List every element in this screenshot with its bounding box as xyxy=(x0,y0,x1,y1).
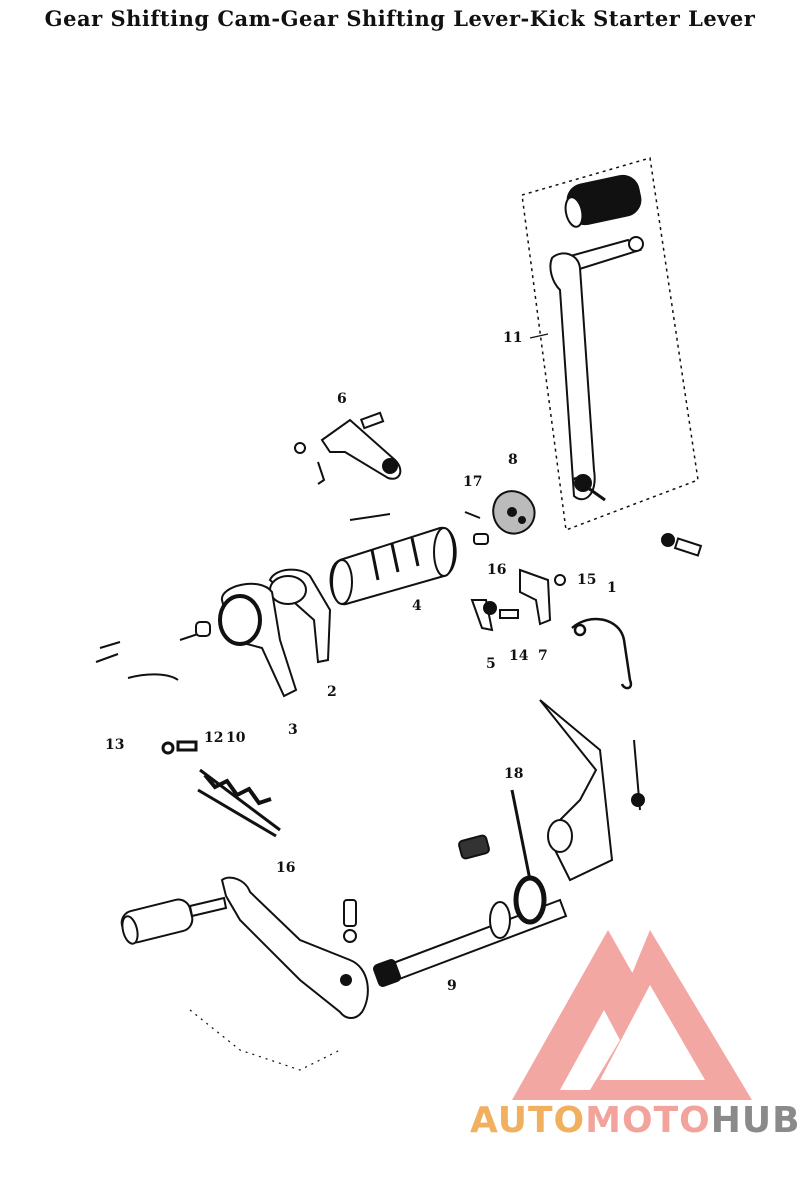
shift-fork-upper xyxy=(294,411,402,485)
part-number-labels: 1 2 3 4 5 6 7 8 9 10 11 12 13 14 15 16 1… xyxy=(105,330,617,994)
label-5: 5 xyxy=(486,656,496,672)
label-3: 3 xyxy=(288,722,298,738)
gear-shifting-shaft xyxy=(373,699,645,987)
label-8: 8 xyxy=(508,452,518,468)
ratchet-plate xyxy=(464,490,536,535)
label-17: 17 xyxy=(463,474,482,490)
stopper-assembly xyxy=(161,740,281,838)
watermark-hub: HUB xyxy=(710,1100,800,1141)
label-10: 10 xyxy=(226,730,246,746)
label-1: 1 xyxy=(607,580,617,596)
label-15: 15 xyxy=(577,572,596,588)
return-spring-clip xyxy=(571,617,633,690)
label-7: 7 xyxy=(538,648,548,664)
label-6: 6 xyxy=(337,391,347,407)
label-9: 9 xyxy=(447,978,457,994)
label-2: 2 xyxy=(327,684,337,700)
kick-starter-lever-assembly xyxy=(521,157,699,532)
watermark-moto: MOTO xyxy=(585,1100,711,1141)
label-18: 18 xyxy=(504,766,523,782)
label-14: 14 xyxy=(509,648,529,664)
label-4: 4 xyxy=(412,598,422,614)
gear-shifting-cam-drum xyxy=(329,513,489,606)
label-16-lower: 16 xyxy=(276,860,295,876)
label-13: 13 xyxy=(105,737,124,753)
gear-shifting-lever xyxy=(120,876,369,1071)
label-12: 12 xyxy=(204,730,223,746)
spring-and-pins-left xyxy=(95,621,211,681)
shift-fork-2 xyxy=(268,568,332,664)
kick-lever-bolt xyxy=(661,533,703,557)
shift-fork-3 xyxy=(218,582,298,698)
shift-pawl-parts xyxy=(470,568,566,632)
label-11: 11 xyxy=(503,330,522,346)
automotohub-logo xyxy=(512,930,752,1100)
label-16-upper: 16 xyxy=(487,562,506,578)
diagram-title: Gear Shifting Cam-Gear Shifting Lever-Ki… xyxy=(44,6,756,31)
watermark-text: AUTOMOTOHUB xyxy=(470,1100,800,1141)
watermark-auto: AUTO xyxy=(470,1100,586,1141)
